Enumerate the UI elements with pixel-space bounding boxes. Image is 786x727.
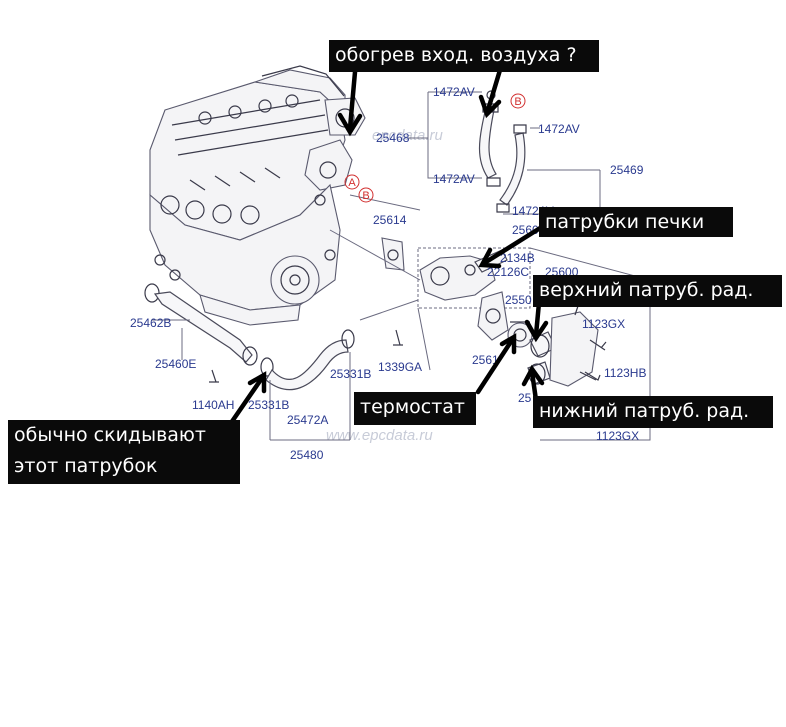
part-number: 22126C: [487, 265, 529, 279]
part-number: 1123GX: [582, 317, 625, 331]
part-number: 25600: [512, 223, 546, 237]
part-number: 25460E: [155, 357, 196, 371]
circle-label-b-engine: B: [358, 187, 374, 203]
callout-usually-removed-line1: обычно скидывают: [14, 424, 206, 446]
arrow-lower-radiator: [529, 369, 539, 403]
arrow-heater-hoses: [483, 222, 548, 265]
part-number: 25462B: [130, 316, 171, 330]
part-number: 1339GA: [378, 360, 422, 374]
part-number: 1123GX: [596, 429, 639, 443]
callout-upper-radiator-hose: верхний патруб. рад.: [533, 275, 782, 307]
part-number: 2561: [472, 353, 499, 367]
part-number: 25331B: [248, 398, 289, 412]
engine-block: [149, 65, 366, 326]
callout-usually-removed: обычно скидывают этот патрубок: [8, 420, 240, 484]
arrow-air-intake-hose: [485, 67, 503, 113]
arrow-air-intake: [347, 69, 358, 131]
callout-air-intake-heating: обогрев вход. воздуха ?: [329, 40, 599, 72]
svg-text:B: B: [514, 96, 521, 108]
watermark-bottom: www.epcdata.ru: [326, 427, 433, 444]
bypass-hose-group: [144, 283, 355, 441]
part-number: 1472AV: [538, 122, 580, 136]
circle-label-b-hose: B: [510, 93, 526, 109]
arrow-thermostat: [475, 337, 515, 395]
part-number: 1123HB: [604, 366, 646, 380]
part-number: 1472AV: [433, 85, 475, 99]
part-number: 25480: [290, 448, 324, 462]
part-number: 25331B: [330, 367, 371, 381]
circle-label-a-engine: A: [344, 174, 360, 190]
callout-heater-hoses: патрубки печки: [539, 207, 733, 237]
part-number: 2550: [505, 293, 532, 307]
svg-text:B: B: [362, 190, 369, 202]
thermostat-housing-group: [381, 237, 651, 441]
part-number: 25469: [610, 163, 644, 177]
part-number: 25468: [376, 131, 410, 145]
part-number: 25472A: [287, 413, 328, 427]
part-number: 1472AV: [433, 172, 475, 186]
part-number: 2134B: [500, 251, 535, 265]
callout-thermostat: термостат: [354, 392, 476, 425]
callout-lower-radiator-hose: нижний патруб. рад.: [533, 396, 773, 428]
callout-usually-removed-line2: этот патрубок: [14, 455, 158, 477]
watermark-top: epcdata.ru: [372, 127, 444, 144]
heater-hose-group: [408, 90, 601, 215]
part-number: 25: [518, 391, 532, 405]
part-number: 25614: [373, 213, 407, 227]
svg-text:A: A: [348, 177, 356, 189]
part-number: 1140AH: [192, 398, 234, 412]
